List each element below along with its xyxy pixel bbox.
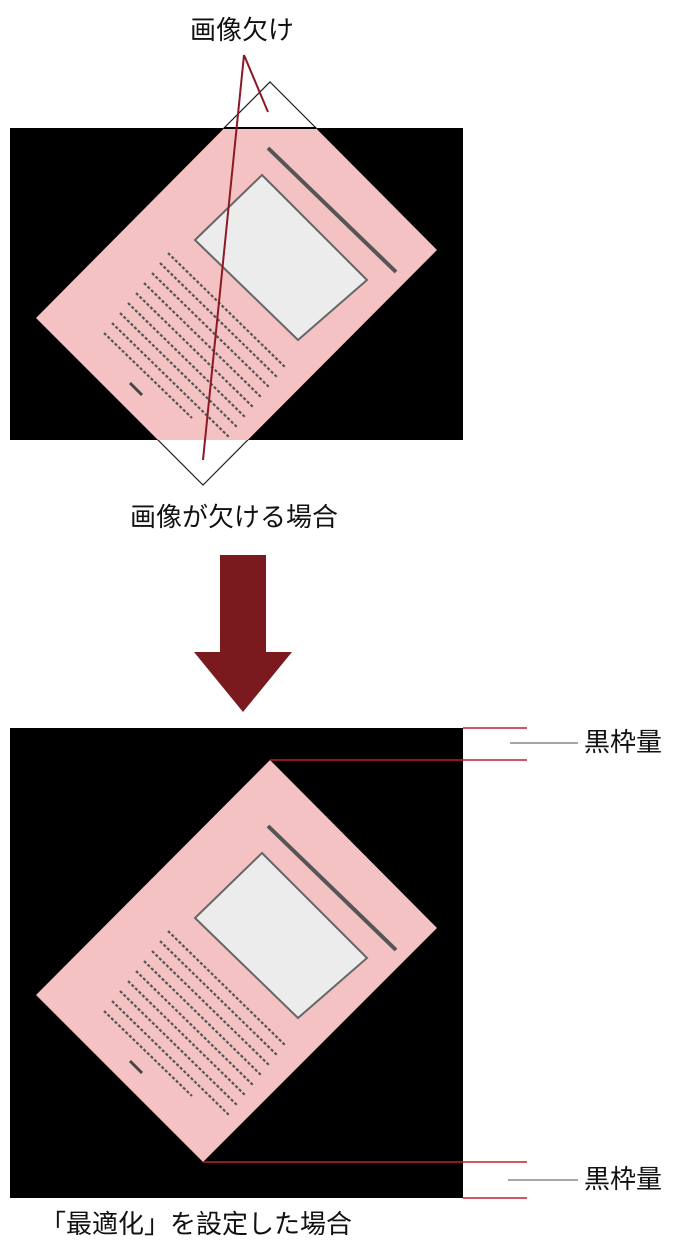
top-doc-title-bar	[266, 146, 398, 274]
top-doc-footer-mark	[128, 381, 144, 397]
bottom-doc-image-box	[193, 851, 369, 1020]
bottom-document	[36, 760, 437, 1162]
bottom-caption: 「最適化」を設定した場合	[40, 1210, 353, 1240]
frame-indicator-top	[270, 727, 578, 761]
top-document	[36, 128, 437, 440]
missing-image-label: 画像欠け	[190, 16, 295, 46]
frame-indicator-bottom	[203, 1161, 578, 1199]
bottom-doc-footer-mark	[128, 1059, 144, 1075]
bottom-doc-text-lines	[103, 930, 287, 1117]
frame-label-bottom: 黒枠量	[584, 1165, 663, 1195]
top-doc-image-box	[193, 173, 369, 342]
top-caption: 画像が欠ける場合	[130, 503, 339, 533]
down-arrow-icon	[194, 555, 292, 712]
top-panel	[10, 54, 463, 486]
top-doc-text-lines	[103, 252, 287, 439]
frame-label-top: 黒枠量	[584, 728, 663, 758]
missing-pointer-lines	[202, 54, 269, 461]
bottom-doc-title-bar	[266, 824, 398, 952]
bottom-panel	[10, 727, 578, 1199]
